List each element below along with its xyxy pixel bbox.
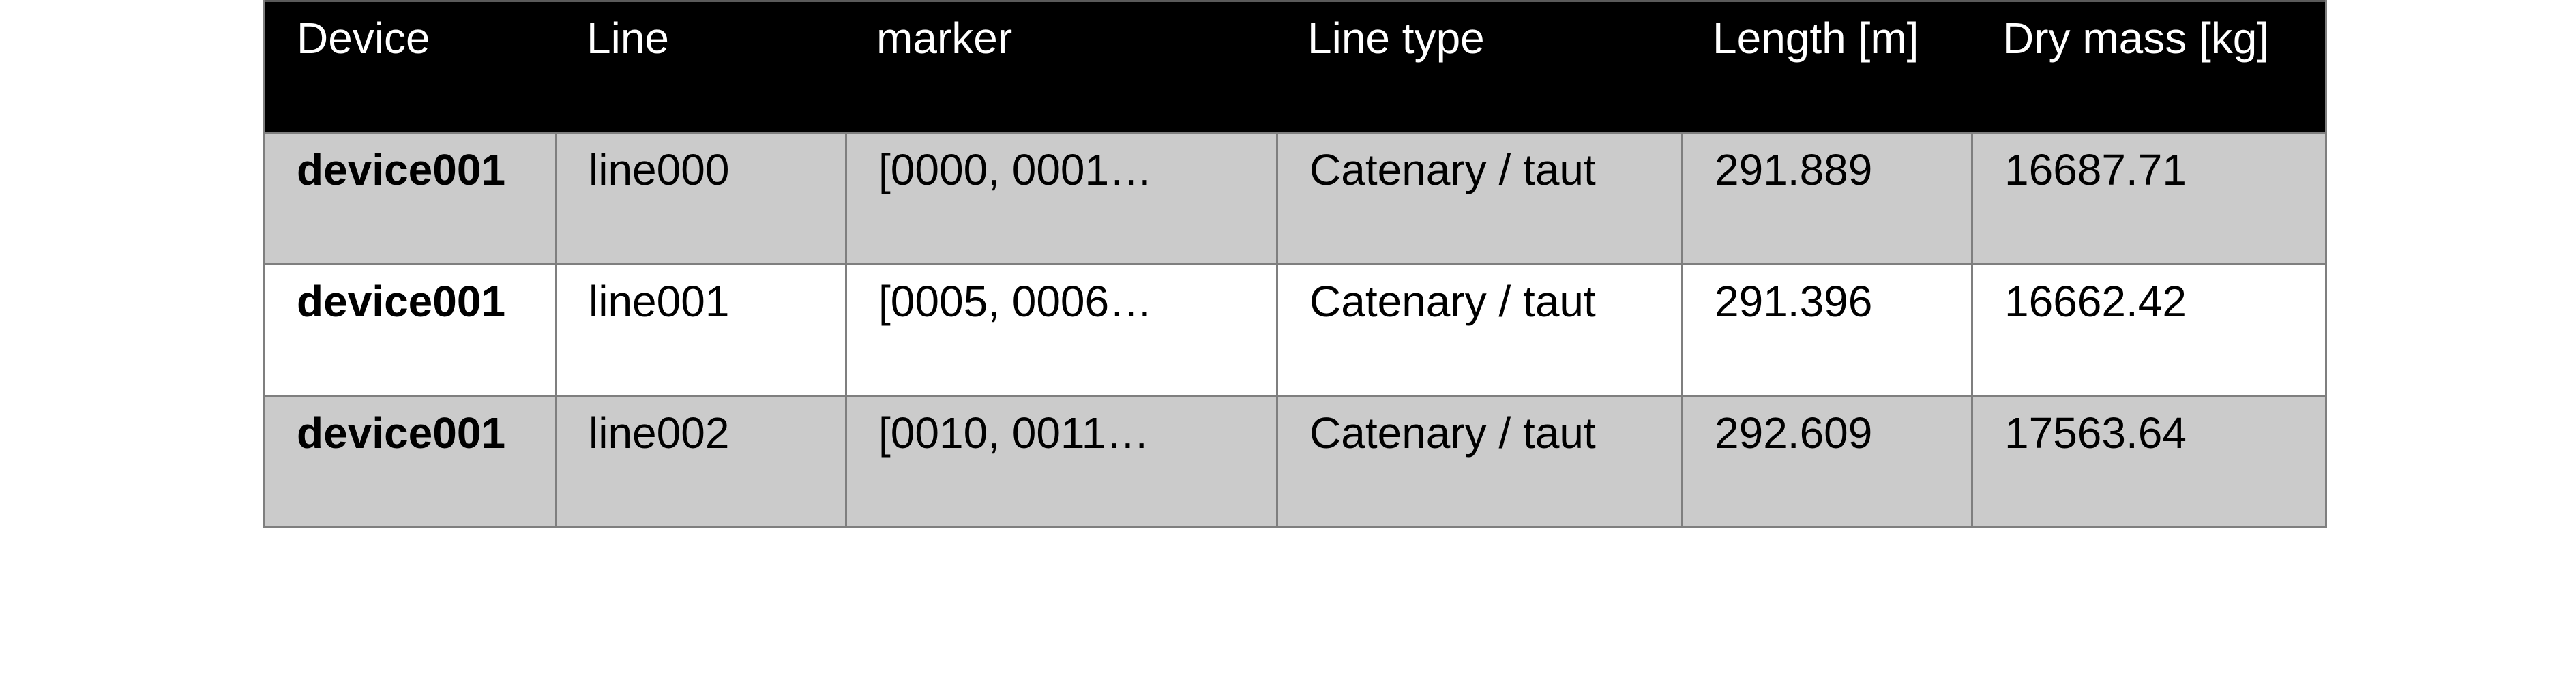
- cell-line: line001: [555, 265, 845, 395]
- cell-device: device001: [297, 277, 506, 326]
- header-line: Line: [587, 14, 669, 63]
- cell-length: 291.396: [1681, 265, 1971, 395]
- table-row: device001 line002 [0010, 0011… Catenary …: [265, 395, 2325, 526]
- header-dry-mass: Dry mass [kg]: [2002, 14, 2270, 63]
- cell-line-type: Catenary / taut: [1276, 265, 1681, 395]
- cell-line-type: Catenary / taut: [1276, 397, 1681, 526]
- header-marker: marker: [876, 14, 1013, 63]
- cell-marker: [0010, 0011…: [845, 397, 1276, 526]
- cell-dry-mass: 17563.64: [1971, 397, 2325, 526]
- cell-line-type: Catenary / taut: [1276, 134, 1681, 263]
- table-row: device001 line001 [0005, 0006… Catenary …: [265, 263, 2325, 395]
- cell-line: line002: [555, 397, 845, 526]
- cell-dry-mass: 16662.42: [1971, 265, 2325, 395]
- cell-device: device001: [297, 145, 506, 194]
- cell-device: device001: [297, 408, 506, 457]
- table-row: device001 line000 [0000, 0001… Catenary …: [265, 132, 2325, 263]
- cell-marker: [0000, 0001…: [845, 134, 1276, 263]
- table-header-row: Device Line marker Line type Length [m] …: [265, 0, 2325, 132]
- data-table: Device Line marker Line type Length [m] …: [263, 0, 2327, 528]
- header-line-type: Line type: [1307, 14, 1485, 63]
- cell-length: 291.889: [1681, 134, 1971, 263]
- header-device: Device: [297, 14, 430, 63]
- cell-line: line000: [555, 134, 845, 263]
- cell-dry-mass: 16687.71: [1971, 134, 2325, 263]
- cell-marker: [0005, 0006…: [845, 265, 1276, 395]
- cell-length: 292.609: [1681, 397, 1971, 526]
- header-length: Length [m]: [1713, 14, 1919, 63]
